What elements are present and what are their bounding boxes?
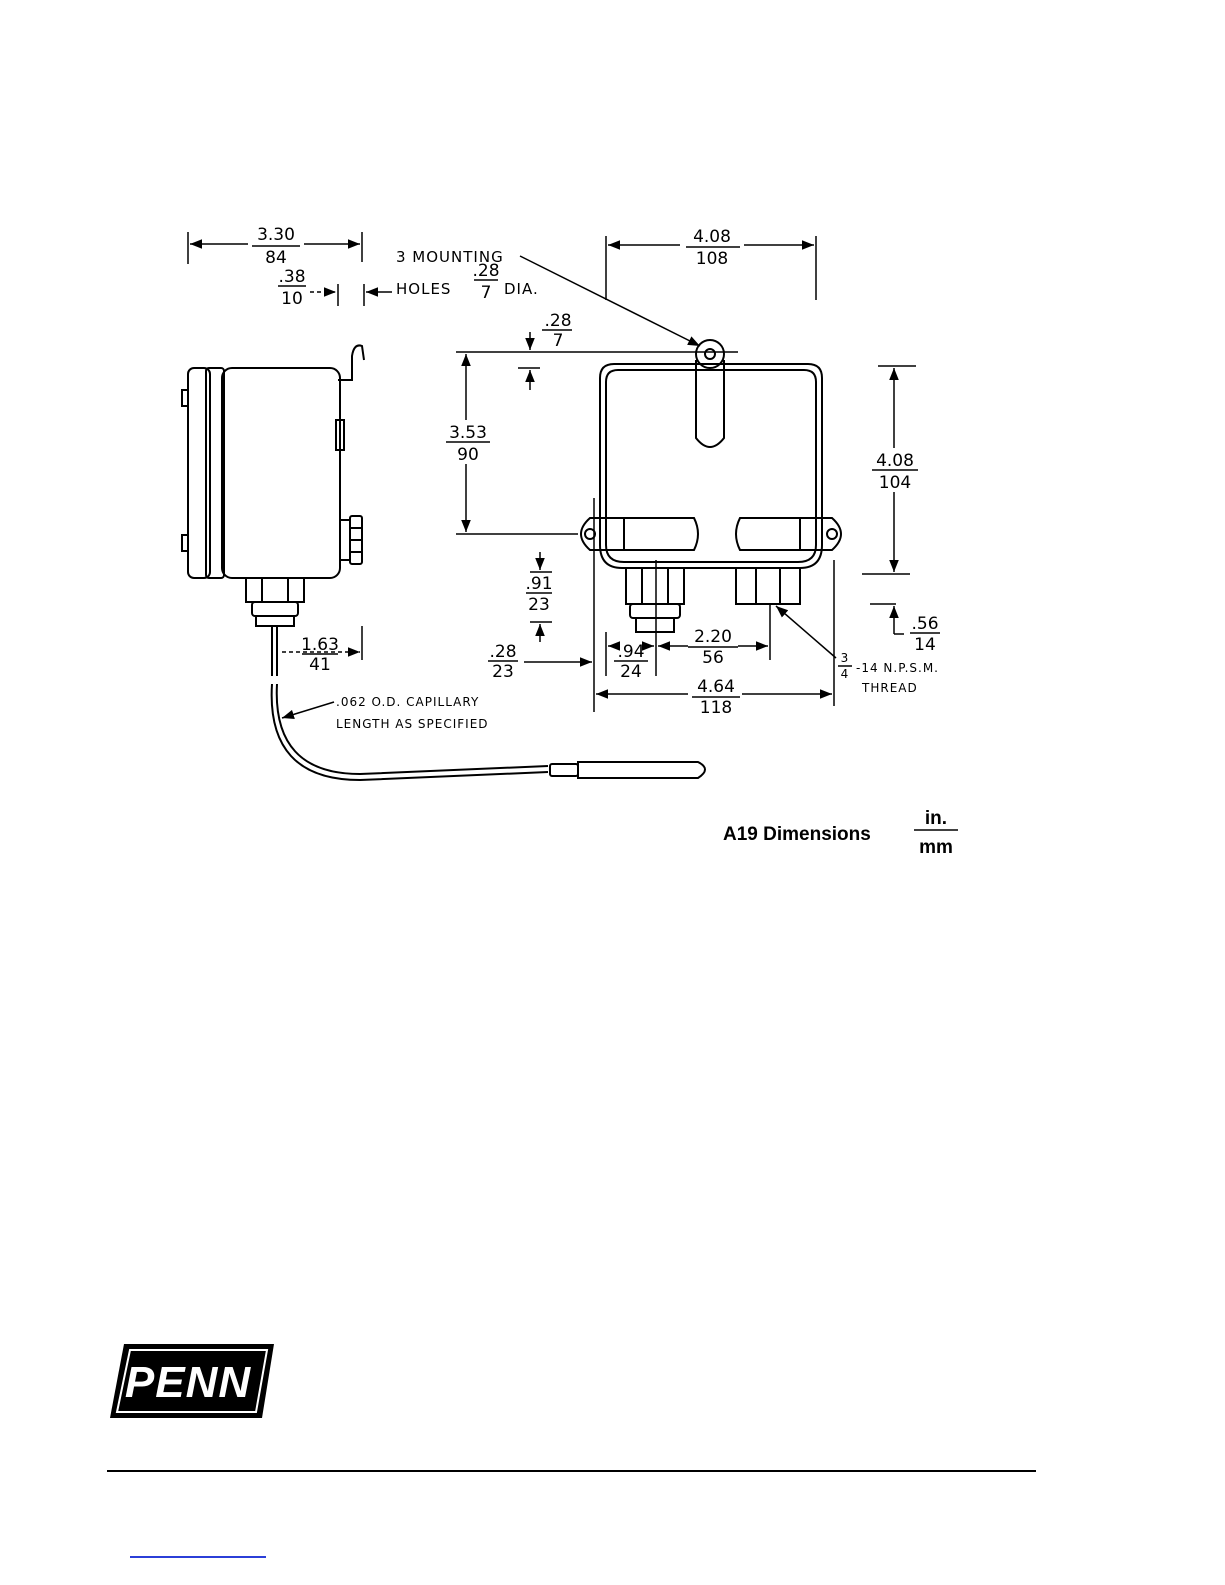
capillary-label-line2: LENGTH AS SPECIFIED (336, 717, 489, 731)
logo-text: PENN (125, 1358, 251, 1407)
caption-unit-in: in. (925, 808, 947, 829)
dim-side-width-mm: 84 (265, 248, 287, 268)
penn-logo: PENN (110, 1344, 274, 1418)
dim-overall-width-mm: 118 (700, 698, 732, 718)
dim-fitting-in: .56 (911, 614, 938, 634)
dim-front-width-mm: 108 (696, 249, 728, 269)
dim-front-width-in: 4.08 (693, 227, 731, 247)
dim-hole-top-in: .28 (544, 311, 571, 331)
front-view (581, 340, 841, 632)
dim-side-offset-mm: 41 (309, 655, 331, 675)
dim-boss-left-in: .94 (617, 642, 644, 662)
mounting-label-holes: HOLES (396, 280, 451, 298)
dim-hole-height-mm: 90 (457, 445, 479, 465)
caption-text: A19 Dimensions (723, 824, 871, 845)
bottom-link-underline[interactable] (130, 1556, 266, 1558)
dim-overall-width-in: 4.64 (697, 677, 735, 697)
figure-caption: A19 Dimensions in. mm (723, 808, 953, 858)
dim-fitting-mm: 14 (914, 635, 936, 655)
dim-boss-spacing-mm: 56 (702, 648, 724, 668)
thread-label-line1: -14 N.P.S.M. (856, 661, 939, 675)
dim-left-offset-mm: 23 (492, 662, 514, 682)
dim-side-offset-in: 1.63 (301, 635, 339, 655)
dim-boss-drop-in: .91 (525, 574, 552, 594)
dim-boss-left-mm: 24 (620, 662, 642, 682)
dim-left-offset-in: .28 (489, 642, 516, 662)
dim-hole-in: .28 (472, 261, 499, 281)
dim-bracket-in: .38 (278, 267, 305, 287)
mounting-label-dia: DIA. (504, 280, 539, 298)
dimension-labels: 3.30 84 .38 10 3 MOUNTING HOLES .28 7 DI… (257, 225, 939, 731)
dim-hole-top-mm: 7 (553, 331, 564, 351)
dim-side-width-in: 3.30 (257, 225, 295, 245)
footer-rule (107, 1470, 1036, 1472)
thread-label-line2: THREAD (861, 681, 918, 695)
dim-boss-drop-mm: 23 (528, 595, 550, 615)
dim-bracket-mm: 10 (281, 289, 303, 309)
dim-boss-spacing-in: 2.20 (694, 627, 732, 647)
caption-unit-mm: mm (919, 837, 953, 858)
dim-hole-mm: 7 (481, 283, 492, 303)
dim-total-height-mm: 104 (879, 473, 911, 493)
dim-hole-height-in: 3.53 (449, 423, 487, 443)
capillary-label-line1: .062 O.D. CAPILLARY (336, 695, 479, 709)
dim-thread-num: 3 (841, 651, 850, 665)
dim-total-height-in: 4.08 (876, 451, 914, 471)
dim-thread-den: 4 (841, 667, 850, 681)
